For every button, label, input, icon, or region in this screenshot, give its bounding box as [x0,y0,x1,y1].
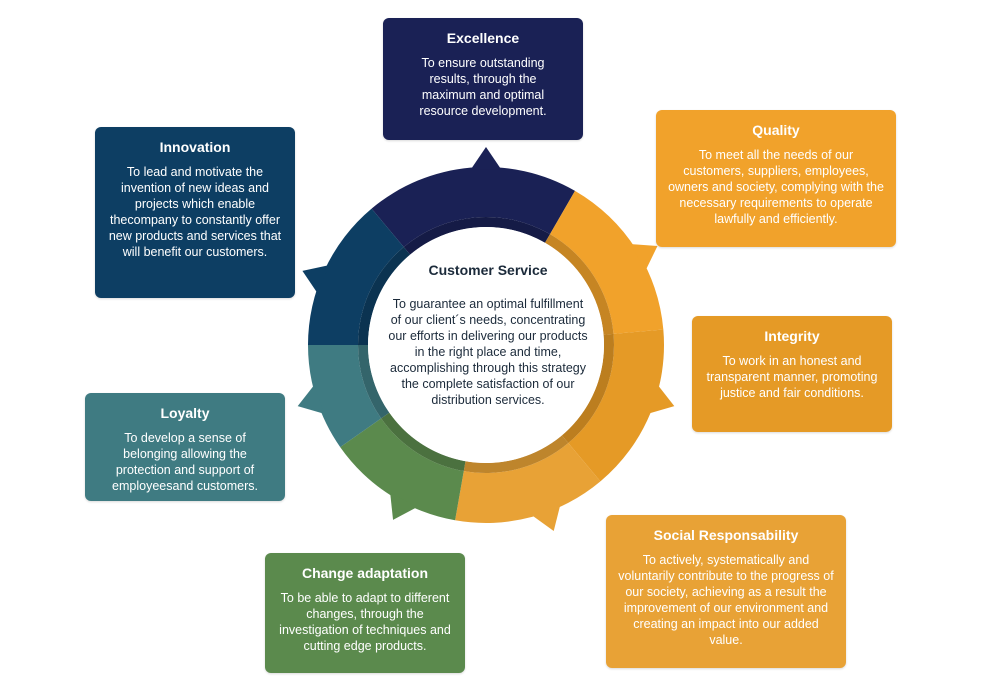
segment-outer-band [550,190,664,334]
center-circle [368,227,604,463]
ring-segment-change-adaptation [340,412,466,521]
change-adaptation-card: Change adaptation To be able to adapt to… [265,553,465,673]
segment-pointer [390,492,418,520]
ring-segment-excellence [371,147,575,255]
segment-pointer [470,147,502,170]
card-text: To meet all the needs of our customers, … [668,148,884,226]
segment-inner-band [358,246,411,345]
segment-inner-band [545,234,614,335]
segment-inner-band [403,216,550,255]
segment-pointer [302,265,330,294]
innovation-card: Innovation To lead and motivate the inve… [95,127,295,298]
card-title: Integrity [764,328,820,344]
card-text: To ensure outstanding results, through t… [419,56,547,118]
integrity-card: Integrity To work in an honest and trans… [692,316,892,432]
segment-outer-band [455,443,601,523]
excellence-card: Excellence To ensure outstanding results… [383,18,583,140]
ring-segment-integrity [561,329,675,482]
ring-segment-loyalty [297,345,390,448]
center-text: To guarantee an optimal fulfillment of o… [388,297,588,407]
card-title: Social Responsability [653,527,799,543]
ring-segment-innovation [302,208,411,345]
segment-pointer [531,504,561,532]
customer-service-center: Customer Service To guarantee an optimal… [388,262,588,408]
card-title: Excellence [446,30,520,46]
card-title: Quality [752,122,800,138]
segment-inner-band [561,333,614,444]
segment-inner-band [381,412,466,472]
social-responsability-card: Social Responsability To actively, syste… [606,515,846,668]
ring-segment-quality [545,190,664,335]
card-text: To be able to adapt to different changes… [279,591,451,653]
segment-outer-band [340,418,464,521]
loyalty-card: Loyalty To develop a sense of belonging … [85,393,285,501]
card-title: Innovation [159,139,231,155]
segment-inner-band [358,345,390,419]
segment-outer-band [371,166,575,247]
segment-inner-band [463,435,569,473]
segment-pointer [297,384,324,414]
center-title: Customer Service [428,262,548,278]
segment-outer-band [308,208,404,345]
card-title: Change adaptation [301,565,428,581]
card-title: Loyalty [160,405,210,421]
card-text: To develop a sense of belonging allowing… [112,431,258,493]
segment-pointer [648,384,675,414]
ring-segment-social-responsability [455,435,601,532]
quality-card: Quality To meet all the needs of our cus… [656,110,896,247]
card-text: To lead and motivate the invention of ne… [108,165,282,259]
segment-outer-band [568,329,664,482]
card-text: To work in an honest and transparent man… [706,354,878,400]
segment-outer-band [308,345,382,448]
segment-pointer [630,244,658,271]
card-text: To actively, systematically and voluntar… [618,553,834,647]
